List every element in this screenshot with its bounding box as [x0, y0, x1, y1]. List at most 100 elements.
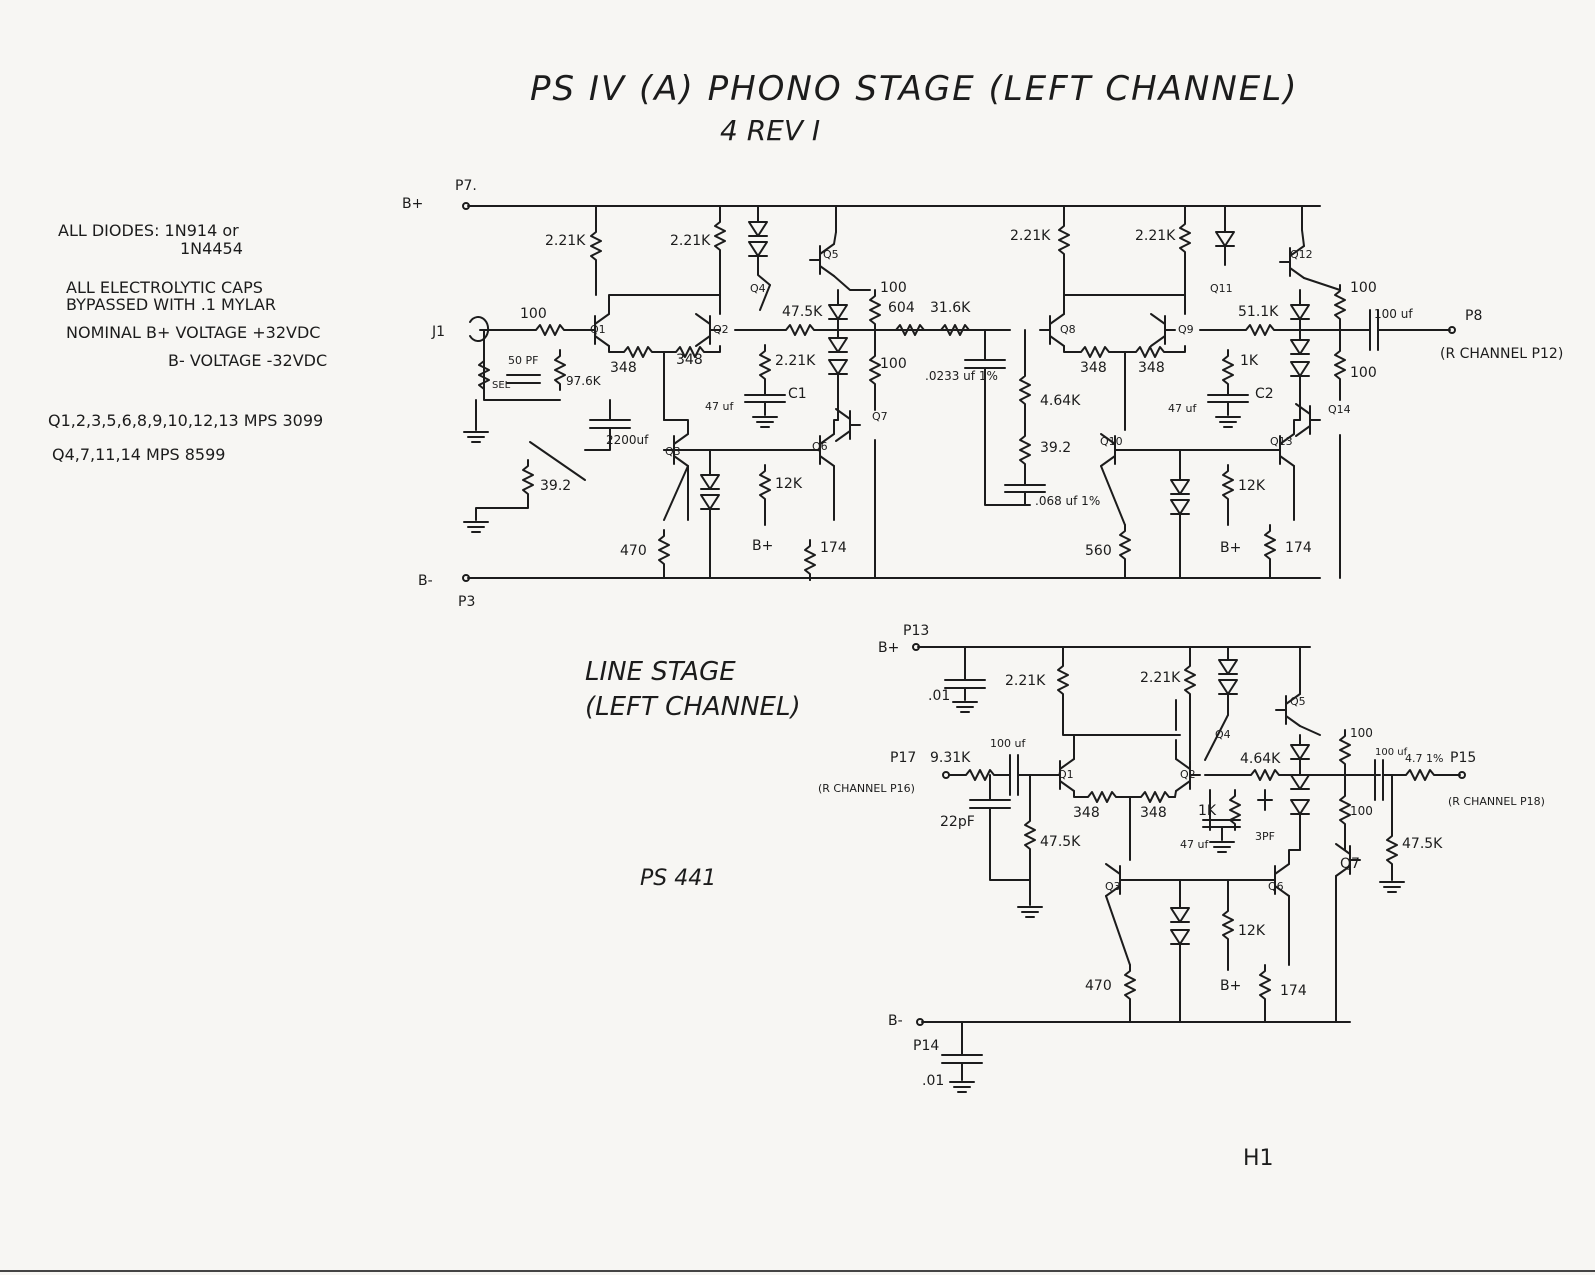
note-npn-list: Q1,2,3,5,6,8,9,10,12,13 MPS 3099 [48, 411, 323, 430]
phono-q3: Q3 [665, 445, 681, 458]
phono-p7-label: P7. [455, 178, 477, 194]
note-pnp-list: Q4,7,11,14 MPS 8599 [52, 445, 225, 464]
phono-q1: Q1 [590, 323, 606, 336]
phono-r560: 560 [1085, 543, 1112, 559]
phono-q2: Q2 [713, 323, 729, 336]
general-notes: ALL DIODES: 1N914 or 1N4454 ALL ELECTROL… [48, 221, 327, 464]
note-caps: ALL ELECTROLYTIC CAPS [66, 278, 263, 297]
phono-q12: Q12 [1290, 248, 1313, 261]
line-p17-label: P17 [890, 750, 916, 766]
phono-c-0233: .0233 uf 1% [925, 369, 998, 383]
phono-c47uf-a: 47 uf [705, 400, 734, 413]
line-title-channel: (LEFT CHANNEL) [585, 692, 801, 722]
phono-r39-2-a: 39.2 [540, 478, 571, 494]
phono-c-068: .068 uf 1% [1035, 494, 1100, 508]
line-c47uf: 47 uf [1180, 838, 1209, 851]
line-q6: Q6 [1268, 880, 1284, 893]
phono-r-2-21k-b: 2.21K [670, 233, 711, 249]
phono-r-2-21k-d: 2.21K [1135, 228, 1176, 244]
phono-bminus-label: B- [418, 573, 433, 589]
phono-q10: Q10 [1100, 435, 1123, 448]
line-q4: Q4 [1215, 728, 1231, 741]
line-r348-b: 348 [1140, 805, 1167, 821]
line-p13-label: P13 [903, 623, 929, 639]
phono-bplus-b: B+ [1220, 540, 1241, 556]
line-r-2-21k-b: 2.21K [1140, 670, 1181, 686]
line-r348-a: 348 [1073, 805, 1100, 821]
phono-q13: Q13 [1270, 435, 1293, 448]
phono-r604: 604 [888, 300, 915, 316]
line-c22pf: 22pF [940, 814, 975, 830]
phono-c2200uf: 2200uf [606, 433, 649, 447]
line-title: LINE STAGE [585, 657, 736, 687]
phono-r39-2-b: 39.2 [1040, 440, 1071, 456]
phono-r100-c: 100 [1350, 280, 1377, 296]
phono-r100-b: 100 [880, 356, 907, 372]
phono-r12k-a: 12K [775, 476, 803, 492]
phono-r-2-21k-c: 2.21K [1010, 228, 1051, 244]
note-bplus-voltage: NOMINAL B+ VOLTAGE +32VDC [66, 323, 320, 342]
line-c-01-b: .01 [922, 1073, 944, 1089]
phono-r100-d: 100 [1350, 365, 1377, 381]
line-r1k: 1K [1198, 803, 1217, 819]
phono-bplus-a: B+ [752, 538, 773, 554]
phono-r100-in: 100 [520, 306, 547, 322]
phono-q6: Q6 [812, 440, 828, 453]
line-r47-5k-out: 47.5K [1402, 836, 1443, 852]
phono-c100uf: 100 uf [1374, 307, 1413, 321]
note-diodes: ALL DIODES: 1N914 or [58, 221, 239, 240]
phono-c2: C2 [1255, 386, 1274, 402]
line-q5: Q5 [1290, 695, 1306, 708]
phono-r-2-21k-e: 2.21K [775, 353, 816, 369]
phono-r4-64k: 4.64K [1040, 393, 1081, 409]
phono-bplus-label: B+ [402, 196, 423, 212]
phono-q11: Q11 [1210, 282, 1233, 295]
line-p14-label: P14 [913, 1038, 939, 1054]
phono-q5: Q5 [823, 248, 839, 261]
phono-q9: Q9 [1178, 323, 1194, 336]
line-r47-5k-in: 47.5K [1040, 834, 1081, 850]
phono-q4: Q4 [750, 282, 766, 295]
phono-r348-d: 348 [1138, 360, 1165, 376]
line-r470: 470 [1085, 978, 1112, 994]
phono-r51-1k: 51.1K [1238, 304, 1279, 320]
line-stage [912, 643, 1466, 1093]
phono-r1k: 1K [1240, 353, 1259, 369]
note-diodes-alt: 1N4454 [180, 239, 243, 258]
line-q2: Q2 [1180, 768, 1196, 781]
note-caps-bypass: BYPASSED WITH .1 MYLAR [66, 295, 276, 314]
line-c100uf-in: 100 uf [990, 737, 1026, 750]
line-r174: 174 [1280, 983, 1307, 999]
line-model: PS 441 [640, 866, 716, 891]
line-r12k: 12K [1238, 923, 1266, 939]
phono-q7: Q7 [872, 410, 888, 423]
page-mark: H1 [1243, 1146, 1274, 1171]
phono-r348-b: 348 [676, 352, 703, 368]
line-bminus-label: B- [888, 1013, 903, 1029]
line-bplus-b: B+ [1220, 978, 1241, 994]
phono-r348-c: 348 [1080, 360, 1107, 376]
phono-r470: 470 [620, 543, 647, 559]
line-r9-31k: 9.31K [930, 750, 971, 766]
phono-r-sel: SEL [492, 380, 511, 391]
phono-c47uf-b: 47 uf [1168, 402, 1197, 415]
phono-r174-a: 174 [820, 540, 847, 556]
phono-j1-label: J1 [431, 324, 445, 340]
line-r100-b: 100 [1350, 804, 1373, 818]
note-bminus-voltage: B- VOLTAGE -32VDC [168, 351, 327, 370]
phono-r-2-21k-a: 2.21K [545, 233, 586, 249]
line-c100uf-out: 100 uf [1375, 747, 1408, 758]
bottom-edge-line [0, 1270, 1595, 1272]
phono-p8-note: (R CHANNEL P12) [1440, 346, 1563, 362]
line-q7: Q7 [1340, 856, 1360, 872]
phono-r348-a: 348 [610, 360, 637, 376]
phono-c-50pf: 50 PF [508, 354, 538, 367]
line-r4-7: 4.7 1% [1405, 752, 1443, 765]
phono-p3-label: P3 [458, 594, 475, 610]
phono-c1: C1 [788, 386, 807, 402]
phono-labels: B+ P7. B- P3 J1 P8 (R CHANNEL P12) 2.21K… [402, 178, 1563, 610]
phono-r47-5k: 47.5K [782, 304, 823, 320]
phono-r12k-b: 12K [1238, 478, 1266, 494]
line-p17-note: (R CHANNEL P16) [818, 782, 915, 795]
